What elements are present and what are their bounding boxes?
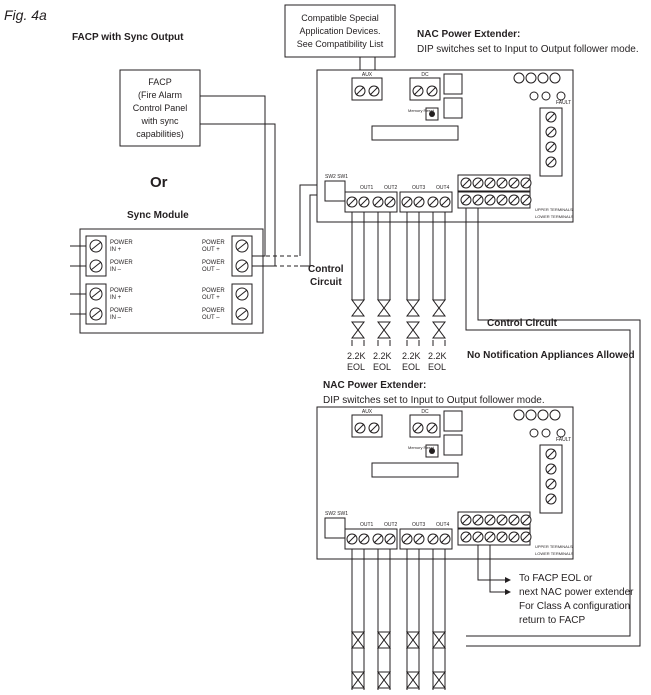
- svg-text:FAULT: FAULT: [556, 100, 571, 106]
- svg-text:POWER: POWER: [110, 260, 133, 266]
- nac-board-bottom: AUX DC Memory Reset FAULT SW2 SW1 OUT1 O…: [316, 406, 574, 560]
- svg-text:with sync: with sync: [140, 116, 179, 126]
- or-label: Or: [150, 174, 168, 191]
- control-circuit-wiring: [465, 208, 641, 647]
- svg-text:SW2 SW1: SW2 SW1: [325, 511, 348, 517]
- svg-text:FACP: FACP: [148, 77, 172, 87]
- eol-devices-top: [351, 299, 446, 346]
- note-line-2: next NAC power extender: [519, 587, 634, 598]
- svg-text:Application Devices.: Application Devices.: [299, 26, 380, 36]
- control-circuit-right: Control Circuit: [487, 318, 558, 329]
- facp-heading: FACP with Sync Output: [72, 32, 184, 43]
- top-output-wiring: [351, 212, 446, 300]
- svg-text:IN –: IN –: [110, 267, 122, 273]
- svg-text:AUX: AUX: [362, 72, 373, 78]
- eol-label-4b: EOL: [428, 362, 446, 372]
- svg-text:POWER: POWER: [202, 288, 225, 294]
- svg-text:Compatible Special: Compatible Special: [301, 13, 379, 23]
- eol-label-2b: EOL: [373, 362, 391, 372]
- svg-text:Memory Reset: Memory Reset: [408, 445, 435, 450]
- svg-text:UPPER TERMINALS: UPPER TERMINALS: [535, 207, 573, 212]
- svg-text:IN +: IN +: [110, 295, 122, 301]
- bottom-output-wiring: [351, 549, 446, 690]
- svg-text:OUT1: OUT1: [360, 185, 374, 191]
- note-line-3: For Class A configuration: [519, 601, 630, 612]
- svg-text:FAULT: FAULT: [556, 437, 571, 443]
- nac-top-subtitle: DIP switches set to Input to Output foll…: [417, 44, 639, 55]
- svg-text:See Compatibility List: See Compatibility List: [297, 39, 384, 49]
- eol-label-1: 2.2K: [347, 351, 366, 361]
- svg-text:POWER: POWER: [202, 240, 225, 246]
- svg-text:OUT4: OUT4: [436, 185, 450, 191]
- control-circuit-left-2: Circuit: [310, 277, 342, 288]
- eol-label-3b: EOL: [402, 362, 420, 372]
- svg-text:OUT2: OUT2: [384, 185, 398, 191]
- eol-label-3: 2.2K: [402, 351, 421, 361]
- compatibility-box: Compatible Special Application Devices. …: [284, 4, 396, 58]
- bottom-arrows: [477, 545, 511, 595]
- svg-text:POWER: POWER: [110, 288, 133, 294]
- svg-text:POWER: POWER: [202, 308, 225, 314]
- control-circuit-left-1: Control: [308, 264, 344, 275]
- svg-text:OUT –: OUT –: [202, 267, 220, 273]
- svg-text:DC: DC: [421, 72, 429, 78]
- svg-text:OUT –: OUT –: [202, 315, 220, 321]
- no-appliances-label: No Notification Appliances Allowed: [467, 350, 635, 361]
- note-line-4: return to FACP: [519, 615, 585, 626]
- svg-text:POWER: POWER: [202, 260, 225, 266]
- facp-box: FACP (Fire Alarm Control Panel with sync…: [119, 69, 201, 147]
- svg-text:SW2 SW1: SW2 SW1: [325, 174, 348, 180]
- svg-text:IN –: IN –: [110, 315, 122, 321]
- svg-text:capabilities): capabilities): [136, 129, 184, 139]
- sync-module: POWER IN + POWER IN – POWER IN + POWER I…: [70, 228, 264, 334]
- svg-text:Memory Reset: Memory Reset: [408, 108, 435, 113]
- svg-text:LOWER TERMINALS: LOWER TERMINALS: [535, 214, 574, 219]
- svg-text:OUT3: OUT3: [412, 185, 426, 191]
- svg-text:OUT4: OUT4: [436, 522, 450, 528]
- svg-text:OUT2: OUT2: [384, 522, 398, 528]
- nac-bottom-subtitle: DIP switches set to Input to Output foll…: [323, 395, 545, 406]
- svg-text:POWER: POWER: [110, 240, 133, 246]
- sync-module-label: Sync Module: [127, 210, 189, 221]
- note-line-1: To FACP EOL or: [519, 573, 593, 584]
- nac-top-title: NAC Power Extender:: [417, 29, 520, 40]
- figure-label: Fig. 4a: [4, 7, 47, 23]
- eol-label-1b: EOL: [347, 362, 365, 372]
- svg-text:IN +: IN +: [110, 247, 122, 253]
- svg-text:Control Panel: Control Panel: [133, 103, 188, 113]
- svg-text:OUT3: OUT3: [412, 522, 426, 528]
- eol-label-2: 2.2K: [373, 351, 392, 361]
- eol-label-4: 2.2K: [428, 351, 447, 361]
- svg-text:POWER: POWER: [110, 308, 133, 314]
- svg-text:(Fire Alarm: (Fire Alarm: [138, 90, 182, 100]
- svg-text:OUT1: OUT1: [360, 522, 374, 528]
- svg-text:AUX: AUX: [362, 409, 373, 415]
- svg-text:LOWER TERMINALS: LOWER TERMINALS: [535, 551, 574, 556]
- svg-text:OUT +: OUT +: [202, 247, 220, 253]
- nac-bottom-title: NAC Power Extender:: [323, 380, 426, 391]
- nac-board-top: AUX DC Memory Reset FAULT SW2 SW1 OUT1 O…: [316, 69, 574, 223]
- svg-text:DC: DC: [421, 409, 429, 415]
- svg-text:UPPER TERMINALS: UPPER TERMINALS: [535, 544, 573, 549]
- svg-text:OUT +: OUT +: [202, 295, 220, 301]
